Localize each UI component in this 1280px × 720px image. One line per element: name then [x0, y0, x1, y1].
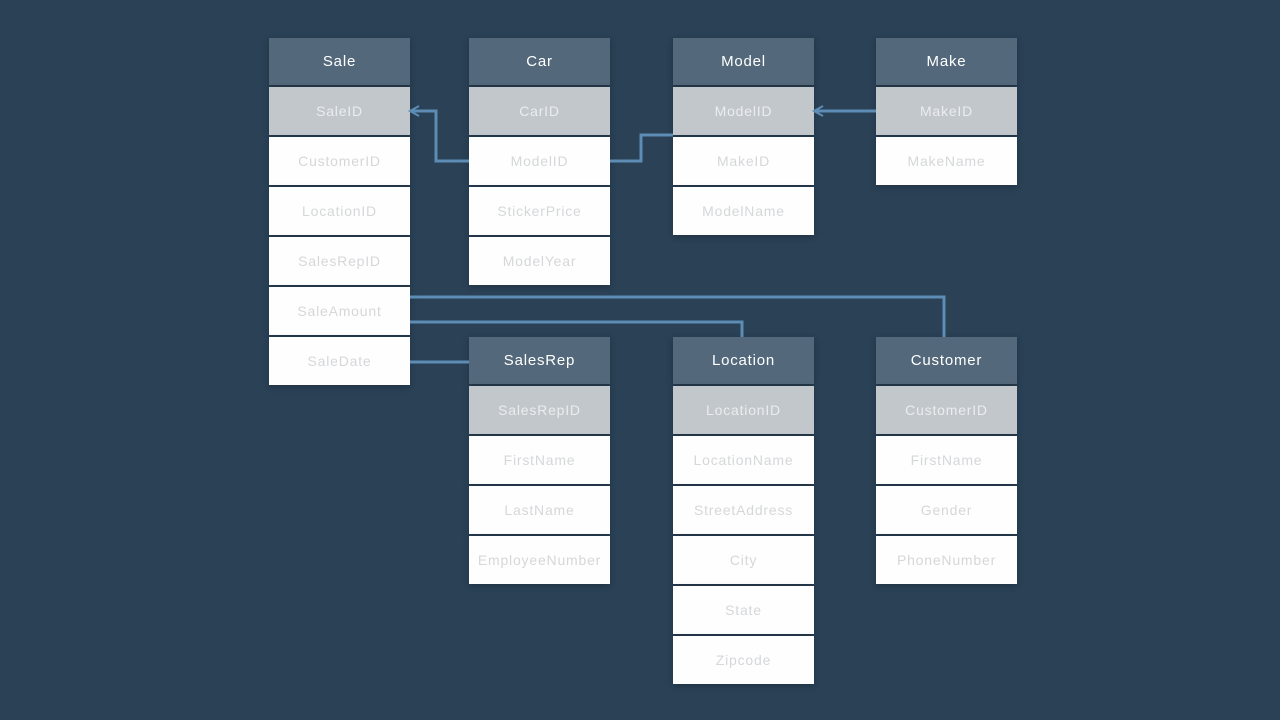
row-sale-customerid: CustomerID [269, 137, 410, 185]
table-sale-title: Sale [269, 38, 410, 85]
row-customer-phonenumber: PhoneNumber [876, 536, 1017, 584]
row-make-makeid: MakeID [876, 87, 1017, 135]
row-car-modelyear: ModelYear [469, 237, 610, 285]
connector-sale-customer [410, 295, 946, 337]
row-customer-gender: Gender [876, 486, 1017, 534]
table-make-title: Make [876, 38, 1017, 85]
row-salesrep-lastname: LastName [469, 486, 610, 534]
row-sale-saleamount: SaleAmount [269, 287, 410, 335]
row-location-city: City [673, 536, 814, 584]
connector-car-model [610, 133, 673, 163]
row-sale-saledate: SaleDate [269, 337, 410, 385]
row-sale-saleid: SaleID [269, 87, 410, 135]
connector-model-make-arrowhead-icon [811, 105, 824, 117]
row-location-state: State [673, 586, 814, 634]
connector-sale-location [410, 320, 744, 337]
row-make-makename: MakeName [876, 137, 1017, 185]
row-car-stickerprice: StickerPrice [469, 187, 610, 235]
row-model-makeid: MakeID [673, 137, 814, 185]
connector-sale-car [410, 109, 469, 163]
connector-sale-car-arrowhead-icon [407, 105, 420, 117]
row-location-locationname: LocationName [673, 436, 814, 484]
row-location-streetaddress: StreetAddress [673, 486, 814, 534]
row-location-zipcode: Zipcode [673, 636, 814, 684]
row-customer-firstname: FirstName [876, 436, 1017, 484]
row-model-modelid: ModelID [673, 87, 814, 135]
row-sale-salesrepid: SalesRepID [269, 237, 410, 285]
table-car-title: Car [469, 38, 610, 85]
table-customer-title: Customer [876, 337, 1017, 384]
row-model-modelname: ModelName [673, 187, 814, 235]
row-salesrep-employeenumber: EmployeeNumber [469, 536, 610, 584]
row-salesrep-firstname: FirstName [469, 436, 610, 484]
row-location-locationid: LocationID [673, 386, 814, 434]
row-car-modelid: ModelID [469, 137, 610, 185]
row-customer-customerid: CustomerID [876, 386, 1017, 434]
row-car-carid: CarID [469, 87, 610, 135]
row-salesrep-salesrepid: SalesRepID [469, 386, 610, 434]
table-salesrep-title: SalesRep [469, 337, 610, 384]
table-location-title: Location [673, 337, 814, 384]
row-sale-locationid: LocationID [269, 187, 410, 235]
table-model-title: Model [673, 38, 814, 85]
